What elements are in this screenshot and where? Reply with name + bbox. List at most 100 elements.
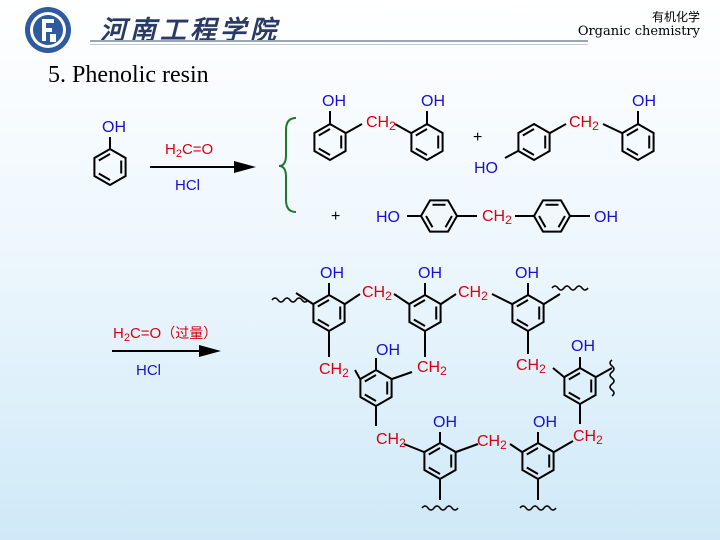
reagent-formaldehyde-excess: H2C=O（过量）: [113, 325, 217, 344]
double-bond: [318, 147, 331, 156]
oh-label: OH: [433, 414, 457, 431]
single-bond: [455, 443, 479, 453]
ch2-label: CH2: [482, 208, 512, 227]
benzene-ring: [621, 122, 655, 162]
wavy-bond: [609, 359, 615, 397]
reaction-2-arrowhead: [199, 345, 221, 357]
benzene-ring: [410, 122, 444, 162]
double-bond: [516, 299, 529, 308]
single-bond: [509, 443, 523, 453]
oh-label: OH: [320, 265, 344, 282]
single-bond: [553, 440, 574, 453]
oh-label: OH: [421, 93, 445, 110]
plus-sign: +: [473, 129, 482, 146]
double-bond: [364, 393, 377, 402]
ch2-label: CH2: [477, 433, 507, 452]
ch2-label: CH2: [319, 361, 349, 380]
section-title: 5. Phenolic resin: [48, 62, 209, 88]
oh-label: OH: [632, 93, 656, 110]
single-bond: [344, 293, 361, 305]
polymer-continuation-marks: [271, 285, 615, 511]
double-bond: [526, 447, 539, 456]
double-bond: [415, 128, 428, 137]
double-bond: [428, 447, 441, 456]
oh-label: OH: [102, 119, 126, 136]
double-bond: [415, 147, 428, 156]
header-divider: [90, 40, 588, 42]
bonds: [109, 111, 639, 500]
ch2-label: CH2: [458, 284, 488, 303]
oh-label: OH: [322, 93, 346, 110]
single-bond: [602, 123, 623, 134]
wavy-bond: [519, 505, 557, 511]
catalyst-hcl-2: HCl: [136, 362, 161, 379]
ch2-label: CH2: [573, 428, 603, 447]
ch2-label: CH2: [516, 357, 546, 376]
oh-label: OH: [594, 209, 618, 226]
wavy-bond: [551, 285, 589, 291]
double-bond: [364, 374, 377, 383]
double-bond: [413, 318, 426, 327]
double-bond: [526, 466, 539, 475]
single-bond: [393, 293, 410, 305]
course-name-cn: 有机化学: [651, 10, 700, 24]
product-brace: [278, 117, 297, 213]
double-bond: [413, 299, 426, 308]
double-bond: [98, 172, 111, 181]
single-bond: [391, 371, 413, 380]
oh-label: OH: [533, 414, 557, 431]
double-bond: [557, 215, 566, 228]
benzene-ring: [93, 147, 127, 187]
ch2-label: CH2: [366, 114, 396, 133]
single-bond: [403, 443, 425, 453]
single-bond: [552, 367, 565, 378]
double-bond: [538, 215, 547, 228]
reaction-1-arrowhead: [234, 161, 256, 173]
single-bond: [504, 150, 519, 159]
single-bond: [491, 293, 513, 305]
ch2-label: CH2: [417, 359, 447, 378]
header-divider-thin: [90, 44, 588, 45]
single-bond: [549, 123, 567, 134]
reaction-1-conditions: H2C=O HCl: [150, 141, 256, 194]
oh-label: OH: [418, 265, 442, 282]
wavy-bond: [271, 297, 309, 303]
double-bond: [98, 153, 111, 162]
wavy-bond: [421, 505, 459, 511]
oh-label: OH: [376, 342, 400, 359]
plus-sign: +: [331, 208, 340, 225]
single-bond: [295, 292, 314, 305]
single-bond: [354, 369, 361, 380]
single-bond: [394, 123, 412, 134]
double-bond: [318, 128, 331, 137]
double-bond: [568, 372, 581, 381]
single-bond: [440, 293, 457, 305]
ch2-label: CH2: [569, 114, 599, 133]
double-bond: [317, 318, 330, 327]
double-bond: [428, 466, 441, 475]
ho-label: HO: [474, 160, 498, 177]
double-bond: [626, 128, 639, 137]
double-bond: [626, 147, 639, 156]
oh-label: OH: [515, 265, 539, 282]
single-bond: [595, 367, 613, 378]
single-bond: [345, 123, 363, 134]
ho-label: HO: [376, 209, 400, 226]
oh-label: OH: [571, 338, 595, 355]
ch2-label: CH2: [376, 431, 406, 450]
reaction-2-conditions: H2C=O（过量） HCl: [112, 325, 221, 379]
ch2-label: CH2: [362, 284, 392, 303]
double-bond: [568, 391, 581, 400]
catalyst-hcl: HCl: [175, 177, 200, 194]
double-bond: [522, 128, 535, 137]
single-bond: [543, 293, 561, 305]
double-bond: [425, 215, 434, 228]
school-logo-icon: [25, 7, 71, 53]
double-bond: [522, 147, 535, 156]
double-bond: [317, 299, 330, 308]
reagent-formaldehyde: H2C=O: [165, 141, 213, 160]
double-bond: [444, 215, 453, 228]
